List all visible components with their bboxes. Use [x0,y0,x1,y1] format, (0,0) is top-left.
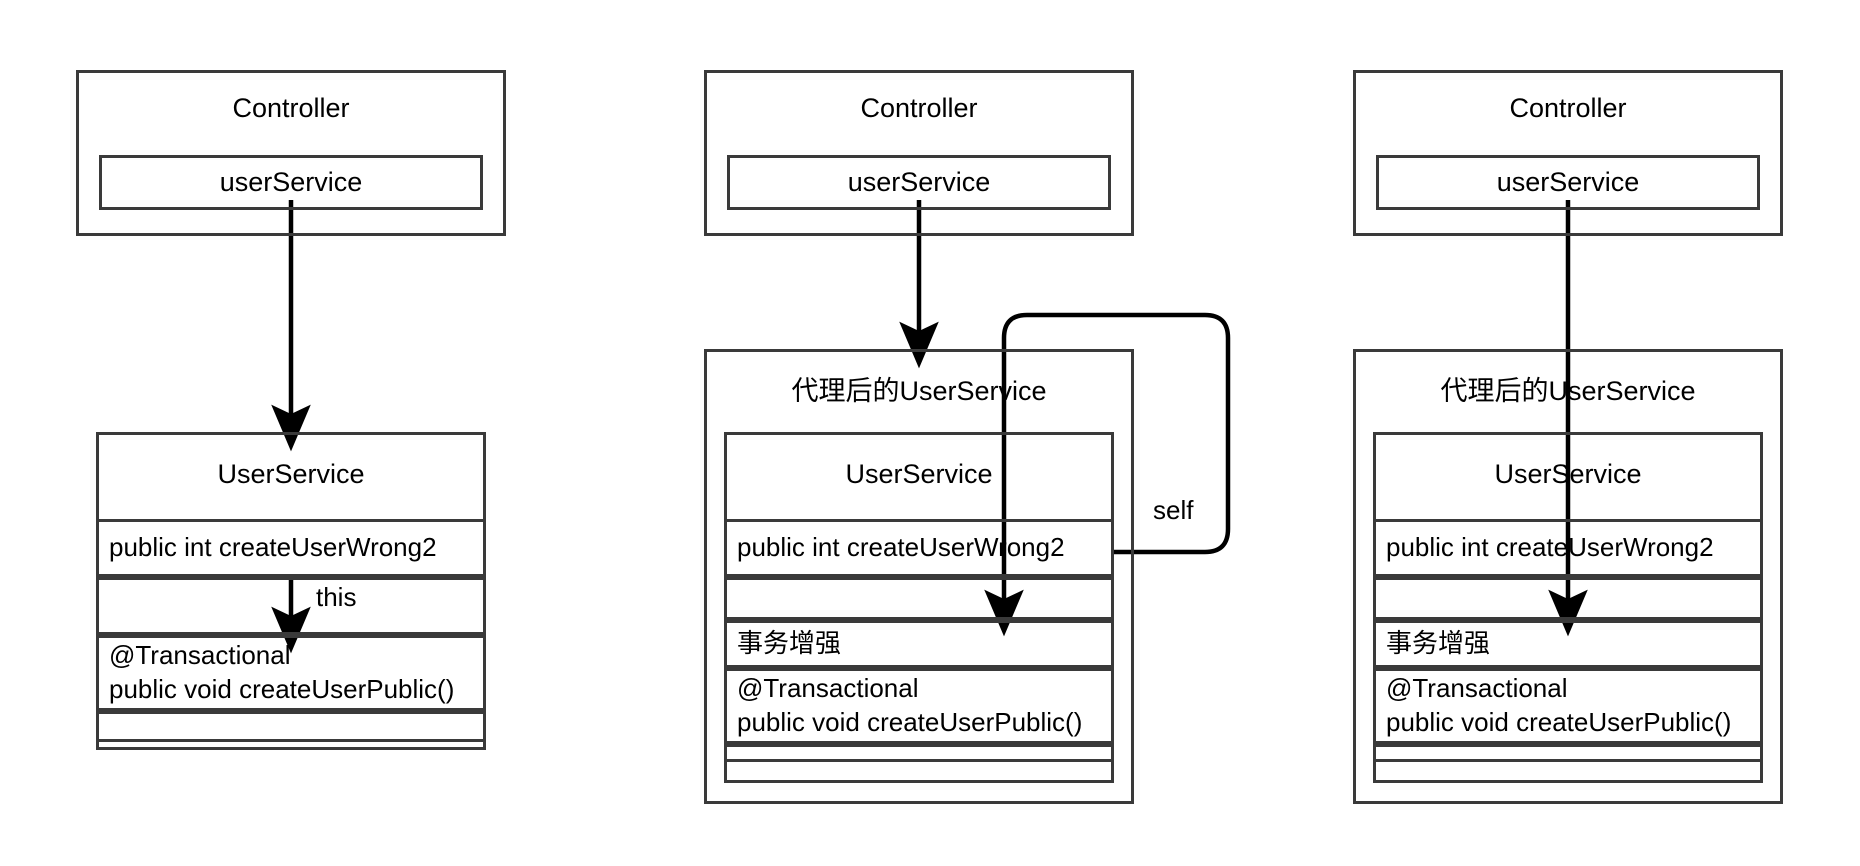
userservice-row-label-1c: @Transactional public void createUserPub… [109,640,455,704]
edge-label-self: self [1153,495,1194,525]
controller-title-3: Controller [1509,93,1627,123]
userservice-title-1: UserService [217,459,365,489]
userservice-title-3: UserService [1494,459,1642,489]
userservice-row-label-3c: 事务增强 [1386,628,1491,659]
userservice-row-enhance-3[interactable]: 事务增强 [1373,620,1763,668]
userservice-row-tail-2[interactable] [724,744,1114,783]
userservice-row-empty-2[interactable] [724,577,1114,620]
userservice-row-label-2a: public int createUserWrong2 [737,532,1065,563]
controller-field-label-3: userService [1496,166,1640,197]
userservice-row-empty-1[interactable] [96,577,486,635]
userservice-row-empty-3[interactable] [1373,577,1763,620]
proxy-title-3: 代理后的UserService [1440,376,1696,406]
controller-title-2: Controller [860,93,978,123]
arrow-self-loop-2 [984,312,1231,637]
userservice-row-label-2d: @Transactional public void createUserPub… [737,673,1083,737]
userservice-row-tail-1[interactable] [96,711,486,750]
userservice-row-tail-3[interactable] [1373,744,1763,783]
proxy-box-3[interactable] [1353,349,1783,804]
userservice-row-transactional-1[interactable]: @Transactional public void createUserPub… [96,635,486,711]
controller-box-1[interactable] [76,70,506,236]
userservice-row-transactional-2[interactable]: @Transactional public void createUserPub… [724,668,1114,744]
controller-box-3[interactable] [1353,70,1783,236]
userservice-row-createuserwrong2-1[interactable]: public int createUserWrong2 [96,519,486,577]
proxy-box-2[interactable] [704,349,1134,804]
userservice-row-label-3a: public int createUserWrong2 [1386,532,1714,563]
proxy-title-2: 代理后的UserService [791,376,1047,406]
controller-field-userservice-1[interactable]: userService [99,155,483,210]
controller-field-label-1: userService [219,166,363,197]
userservice-title-2: UserService [845,459,993,489]
controller-box-2[interactable] [704,70,1134,236]
edge-label-this: this [316,582,357,612]
userservice-row-transactional-3[interactable]: @Transactional public void createUserPub… [1373,668,1763,744]
userservice-row-label-2c: 事务增强 [737,628,842,659]
controller-field-userservice-3[interactable]: userService [1376,155,1760,210]
userservice-row-enhance-2[interactable]: 事务增强 [724,620,1114,668]
userservice-row-createuserwrong2-2[interactable]: public int createUserWrong2 [724,519,1114,577]
userservice-row-createuserwrong2-3[interactable]: public int createUserWrong2 [1373,519,1763,577]
controller-title-1: Controller [232,93,350,123]
controller-field-label-2: userService [847,166,991,197]
userservice-row-label-1a: public int createUserWrong2 [109,532,437,563]
userservice-row-label-3d: @Transactional public void createUserPub… [1386,673,1732,737]
controller-field-userservice-2[interactable]: userService [727,155,1111,210]
